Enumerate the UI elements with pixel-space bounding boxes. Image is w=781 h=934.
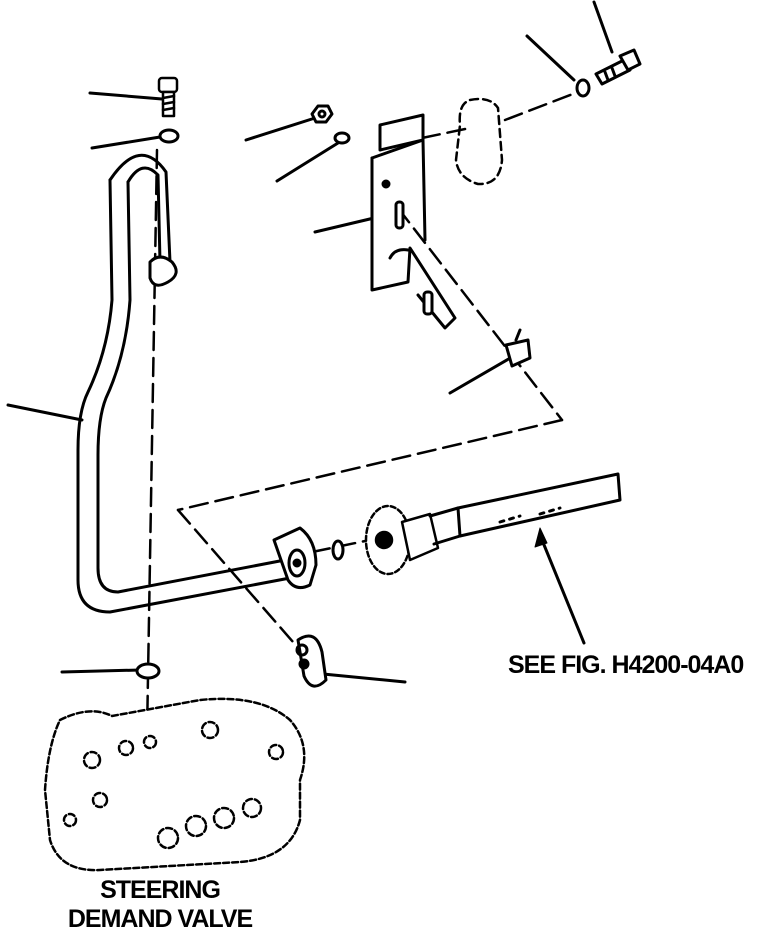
leader-line-top-washer <box>90 135 162 150</box>
steering-demand-valve <box>43 697 306 872</box>
top-washer <box>158 128 180 144</box>
flange-washer <box>331 539 345 561</box>
leader-line-clip <box>448 355 514 395</box>
lower-clamp <box>295 634 328 688</box>
assembly-dash-lines <box>145 90 580 737</box>
lower-washer <box>135 662 161 680</box>
phantom-plate <box>454 97 504 186</box>
lockwasher <box>333 131 351 145</box>
leader-line-steering-tube <box>6 403 84 422</box>
leader-line-lower-washer <box>60 668 142 674</box>
dash-line-top-bracket <box>420 126 472 140</box>
dash-line-bracket-diagonal <box>396 206 564 422</box>
leader-line-nut <box>244 116 317 142</box>
leader-line-clamp <box>321 672 407 684</box>
leader-arrowhead <box>534 527 548 548</box>
dash-line-cross-lower <box>176 508 302 652</box>
pivot-gear <box>364 504 440 576</box>
leader-line-bracket <box>313 216 376 234</box>
leader-line-lockwasher <box>275 141 340 183</box>
mounting-bracket <box>370 113 457 330</box>
leader-lines <box>6 0 614 684</box>
leader-line-top-bolt <box>88 91 164 101</box>
leader-line-see-fig <box>538 533 586 645</box>
steering-demand-valve-label: STEERING DEMAND VALVE <box>40 876 280 934</box>
top-nut <box>310 104 334 124</box>
see-figure-reference: SEE FIG. H4200-04A0 <box>508 651 744 679</box>
leader-line-top-right-bolt <box>592 0 614 54</box>
leader-line-top-right-washer <box>525 34 576 82</box>
dash-line-top-bracket-2 <box>503 90 580 122</box>
dash-line-cross-upper <box>176 418 564 512</box>
valve-label-line1: STEERING <box>100 876 221 904</box>
linkage-rod <box>428 472 622 546</box>
top-right-bolt <box>594 48 642 86</box>
pivot-clip <box>504 328 532 368</box>
top-bolt <box>157 76 179 118</box>
top-right-washer <box>575 78 591 98</box>
dash-line-vertical-valve <box>145 148 159 737</box>
steering-tube <box>76 154 318 614</box>
valve-label-line2: DEMAND VALVE <box>67 905 253 933</box>
